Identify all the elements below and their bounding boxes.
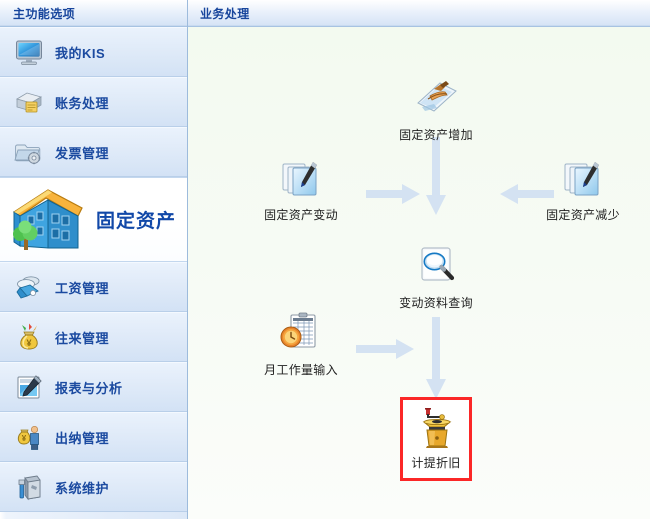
sidebar-item-receivables[interactable]: ¥ 往来管理 xyxy=(0,312,187,362)
node-label: 固定资产变动 xyxy=(264,208,338,222)
sidebar-item-my-kis[interactable]: 我的KIS xyxy=(0,27,187,77)
sidebar-item-label: 我的KIS xyxy=(55,45,106,61)
arrow-query-to-depreciation xyxy=(424,317,448,401)
asset-reduce-icon xyxy=(559,162,607,205)
sidebar-item-label: 账务处理 xyxy=(55,95,110,111)
main-title: 业务处理 xyxy=(200,6,250,21)
sidebar-item-accounting[interactable]: 账务处理 xyxy=(0,77,187,127)
sidebar-title: 主功能选项 xyxy=(13,6,76,21)
svg-text:¥: ¥ xyxy=(26,338,31,348)
sidebar-item-invoice[interactable]: 发票管理 xyxy=(0,127,187,177)
node-label: 计提折旧 xyxy=(411,456,461,470)
asset-change-icon xyxy=(277,162,325,205)
ledger-icon xyxy=(14,87,44,117)
arrow-workload-to-depreciation xyxy=(356,337,416,361)
node-asset-add[interactable]: 固定资产增加 xyxy=(386,77,486,144)
asset-add-icon xyxy=(412,81,460,125)
svg-text:¥: ¥ xyxy=(22,434,27,443)
sidebar-item-fixed-assets[interactable]: 固定资产 xyxy=(0,177,187,262)
workflow-canvas: 固定资产增加 xyxy=(188,27,650,519)
sidebar-item-label: 工资管理 xyxy=(55,280,110,296)
sidebar-item-label: 固定资产 xyxy=(96,211,177,232)
node-depreciation[interactable]: 计提折旧 xyxy=(400,397,472,481)
grinder-icon xyxy=(414,408,458,453)
node-workload-input[interactable]: 月工作量输入 xyxy=(251,312,351,379)
sidebar-item-label: 往来管理 xyxy=(55,330,110,346)
sidebar-item-label: 出纳管理 xyxy=(55,430,110,446)
main-panel: 业务处理 xyxy=(188,0,650,519)
main-header: 业务处理 xyxy=(188,0,650,27)
arrow-change-to-center xyxy=(366,182,422,206)
node-asset-reduce[interactable]: 固定资产减少 xyxy=(533,157,633,224)
sidebar-item-cashier[interactable]: ¥ 出纳管理 xyxy=(0,412,187,462)
payroll-icon xyxy=(14,272,44,302)
sidebar-item-payroll[interactable]: 工资管理 xyxy=(0,262,187,312)
node-label: 固定资产减少 xyxy=(546,208,620,222)
arrow-add-to-query xyxy=(424,137,448,217)
node-label: 变动资料查询 xyxy=(399,296,473,310)
sidebar-item-label: 报表与分析 xyxy=(55,380,123,396)
monitor-icon xyxy=(14,37,44,67)
cashier-icon: ¥ xyxy=(14,422,44,452)
sidebar-item-label: 系统维护 xyxy=(55,480,110,496)
node-asset-change[interactable]: 固定资产变动 xyxy=(251,157,351,224)
sidebar-item-system-maintenance[interactable]: 系统维护 xyxy=(0,462,187,512)
moneybag-icon: ¥ xyxy=(14,322,44,352)
node-label: 固定资产增加 xyxy=(399,128,473,142)
invoice-folder-icon xyxy=(14,137,44,167)
report-icon xyxy=(14,372,44,402)
node-change-query[interactable]: 变动资料查询 xyxy=(386,245,486,312)
maintenance-icon xyxy=(14,472,44,502)
sidebar-item-label: 发票管理 xyxy=(55,145,110,161)
clipboard-clock-icon xyxy=(277,312,325,360)
sidebar: 主功能选项 我的KIS xyxy=(0,0,188,519)
node-label: 月工作量输入 xyxy=(264,363,338,377)
magnifier-icon xyxy=(412,247,460,293)
house-icon xyxy=(8,186,86,254)
sidebar-item-reports[interactable]: 报表与分析 xyxy=(0,362,187,412)
arrow-reduce-to-center xyxy=(498,182,554,206)
sidebar-header: 主功能选项 xyxy=(0,0,187,27)
